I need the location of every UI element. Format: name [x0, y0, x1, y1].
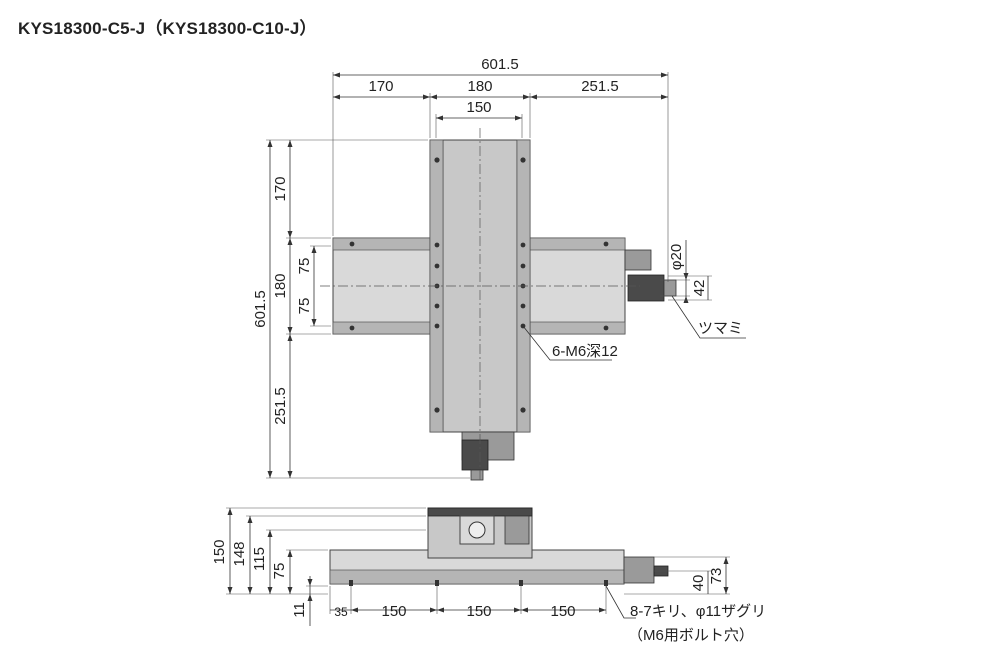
- dim-side-40: 40: [690, 575, 707, 592]
- dim-side-148: 148: [231, 541, 248, 566]
- dim-pitch-35: 35: [334, 605, 348, 619]
- dim-251-5-vertical: 251.5: [272, 387, 289, 425]
- dim-pitch-150-a: 150: [381, 603, 406, 620]
- knob-label: ツマミ: [698, 320, 743, 337]
- lower-motor-block: [624, 249, 652, 271]
- dim-pitch-150-b: 150: [466, 603, 491, 620]
- dim-75-lower: 75: [296, 298, 313, 315]
- dim-180-horizontal: 180: [467, 78, 492, 95]
- upper-knob: [470, 469, 484, 481]
- side-view: 150 148 115 75 11 40 73: [211, 507, 766, 644]
- upper-knob-housing: [461, 439, 489, 471]
- dim-pitch-150-c: 150: [550, 603, 575, 620]
- knob-leader: [671, 295, 746, 339]
- hole-leader: [605, 585, 636, 619]
- tap-label: 6-M6深12: [552, 343, 618, 360]
- hole-label-line2: （M6用ボルト穴）: [628, 627, 754, 644]
- dim-170-vertical: 170: [272, 176, 289, 201]
- dim-side-11: 11: [291, 602, 308, 618]
- dim-170-horizontal: 170: [368, 78, 393, 95]
- dim-side-75: 75: [271, 563, 288, 580]
- side-upper-motor: [504, 515, 530, 545]
- drawing-title: KYS18300-C5-J（KYS18300-C10-J）: [18, 19, 317, 38]
- dim-side-73: 73: [708, 568, 725, 585]
- dim-side-150: 150: [211, 539, 228, 564]
- side-upper-top-plate: [427, 507, 533, 517]
- side-motor: [623, 556, 655, 584]
- side-mounting-holes: [349, 580, 608, 586]
- dim-side-115: 115: [251, 547, 268, 571]
- dim-180-vertical: 180: [272, 273, 289, 298]
- hole-label-line1: 8-7キリ、φ11ザグリ: [630, 603, 766, 620]
- dim-251-5-horizontal: 251.5: [581, 78, 619, 95]
- dim-75-upper: 75: [296, 258, 313, 275]
- mounting-holes: [349, 157, 609, 413]
- dim-601-5-horizontal: 601.5: [481, 56, 519, 73]
- tap-leader: [522, 325, 612, 361]
- side-base-lower: [329, 569, 625, 585]
- dim-150-horizontal: 150: [466, 99, 491, 116]
- dim-knob-length: 42: [691, 280, 708, 297]
- dim-knob-diameter: φ20: [668, 244, 685, 270]
- top-view: 601.5 170 180 251.5 150 601.5: [252, 56, 746, 481]
- side-upper-knob-circle: [468, 521, 486, 539]
- lower-knob-housing: [627, 274, 665, 302]
- lower-knob: [663, 279, 677, 297]
- dim-601-5-vertical: 601.5: [252, 290, 269, 328]
